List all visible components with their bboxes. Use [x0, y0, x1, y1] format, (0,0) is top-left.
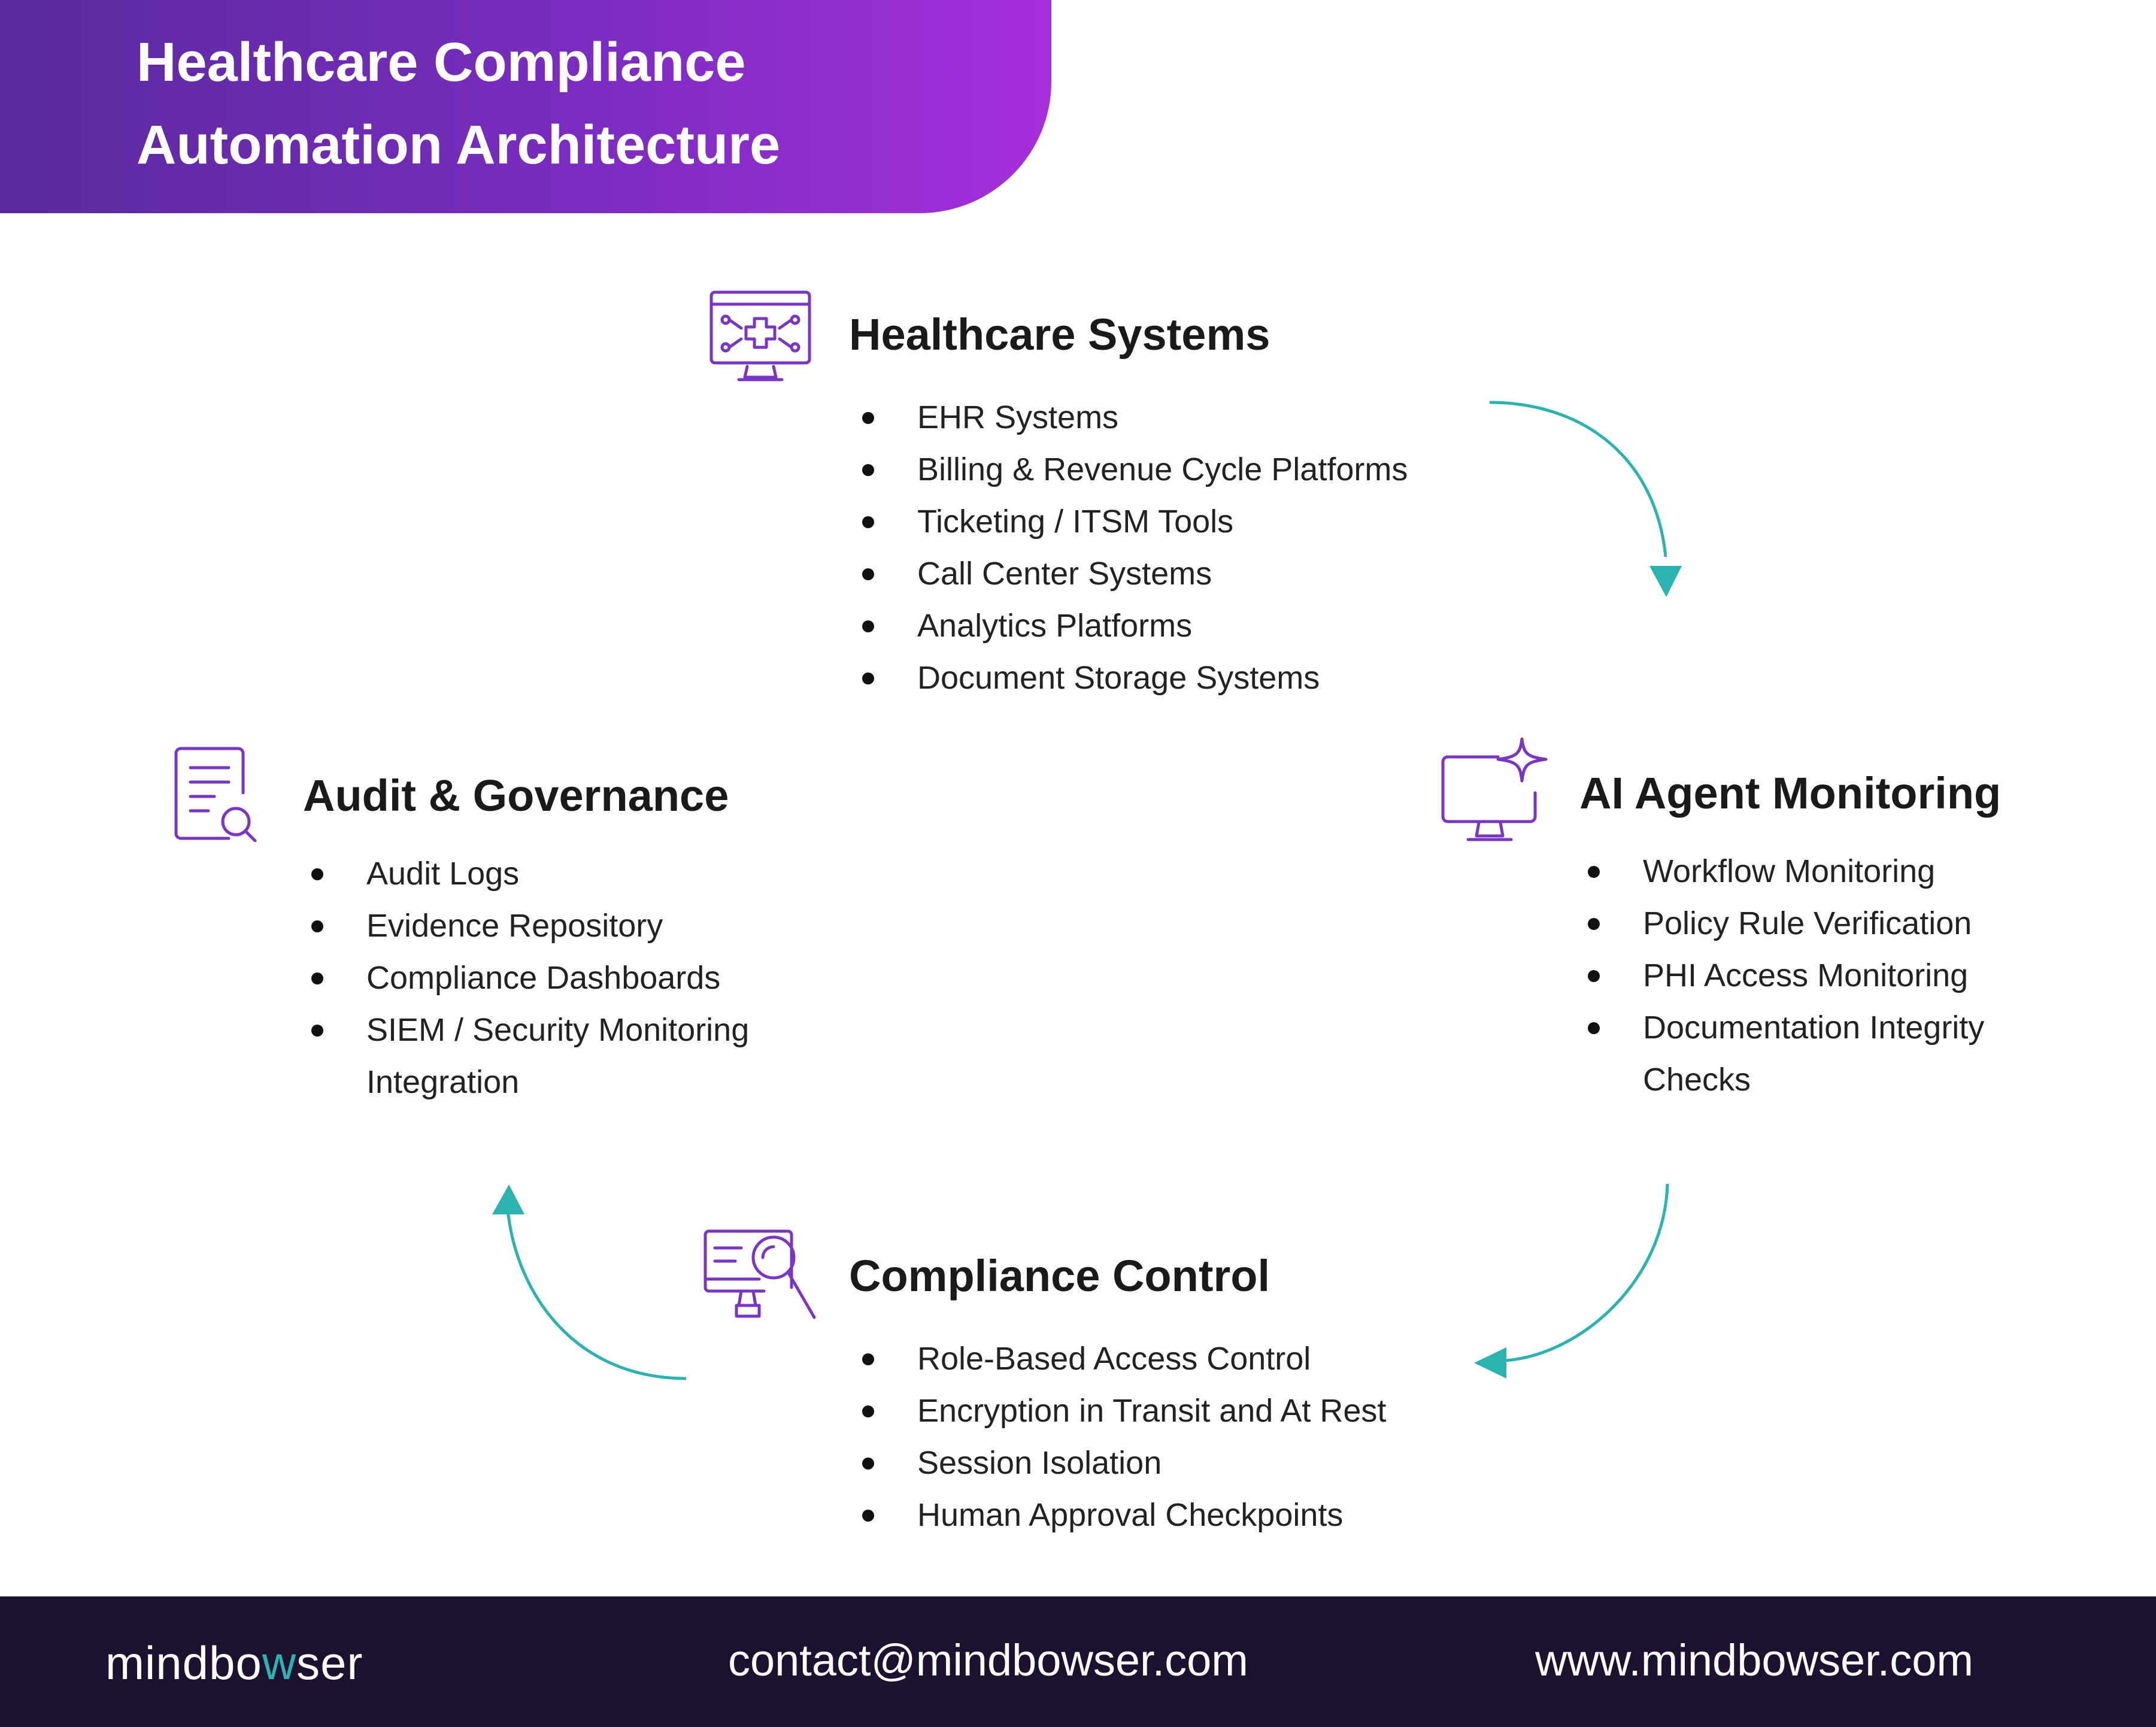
footer: mindbowser contact@mindbowser.com www.mi… — [0, 1596, 2156, 1727]
list-item: Documentation Integrity — [1588, 1002, 1984, 1054]
list-item: EHR Systems — [862, 392, 1408, 444]
bullet-dot — [1588, 866, 1600, 878]
list-item: Document Storage Systems — [862, 652, 1408, 704]
bullet-dot — [862, 672, 874, 684]
list-item: Policy Rule Verification — [1588, 898, 1984, 950]
website-link[interactable]: www.mindbowser.com — [1535, 1635, 1974, 1685]
bullet-dot — [862, 1510, 874, 1522]
compliance-control-heading: Compliance Control — [849, 1251, 1270, 1301]
bullet-dot — [1588, 970, 1600, 982]
list-item: Billing & Revenue Cycle Platforms — [862, 444, 1408, 496]
compliance-control-list: Role-Based Access Control Encryption in … — [862, 1333, 1386, 1541]
arrow-bottom-left — [492, 1184, 687, 1380]
list-item: Role-Based Access Control — [862, 1333, 1386, 1385]
monitor-sparkle-icon — [1441, 737, 1548, 841]
list-item: Compliance Dashboards — [311, 952, 749, 1004]
bullet-dot — [862, 568, 874, 580]
bullet-dot — [311, 972, 323, 984]
list-item: Ticketing / ITSM Tools — [862, 496, 1408, 548]
list-item: Analytics Platforms — [862, 600, 1408, 652]
document-search-icon — [174, 747, 257, 842]
audit-governance-list: Audit Logs Evidence Repository Complianc… — [311, 848, 749, 1108]
list-item: Encryption in Transit and At Rest — [862, 1385, 1386, 1437]
arrow-bottom-right — [1474, 1183, 1669, 1378]
bullet-dot — [311, 920, 323, 932]
bullet-dot — [862, 516, 874, 528]
bullet-dot — [1588, 918, 1600, 930]
list-item-continuation: Integration — [366, 1064, 520, 1100]
title-banner: Healthcare Compliance Automation Archite… — [0, 0, 1051, 213]
healthcare-systems-list: EHR Systems Billing & Revenue Cycle Plat… — [862, 392, 1408, 704]
bullet-dot — [311, 868, 323, 880]
bullet-dot — [862, 620, 874, 632]
list-item: PHI Access Monitoring — [1588, 950, 1984, 1002]
brand-logo: mindbowser — [105, 1637, 363, 1689]
audit-governance-heading: Audit & Governance — [303, 771, 729, 820]
healthcare-systems-heading: Healthcare Systems — [849, 310, 1270, 359]
list-item: Workflow Monitoring — [1588, 846, 1984, 898]
title-line-1: Healthcare Compliance — [137, 32, 746, 93]
ai-agent-monitoring-list: Workflow Monitoring Policy Rule Verifica… — [1588, 846, 1984, 1106]
bullet-dot — [1588, 1022, 1600, 1034]
ai-agent-monitoring-heading: AI Agent Monitoring — [1579, 768, 2002, 818]
list-item-continuation: Checks — [1643, 1062, 1751, 1098]
bullet-dot — [862, 1405, 874, 1417]
bullet-dot — [862, 1353, 874, 1365]
bullet-dot — [862, 1458, 874, 1470]
list-item: Evidence Repository — [311, 900, 749, 952]
monitor-medical-cross-icon — [709, 290, 811, 381]
bullet-dot — [311, 1025, 323, 1037]
title-line-2: Automation Architecture — [137, 114, 781, 175]
list-item: Human Approval Checkpoints — [862, 1489, 1386, 1541]
list-item: SIEM / Security Monitoring — [311, 1004, 749, 1056]
arrow-top-right — [1489, 401, 1682, 597]
bullet-dot — [862, 464, 874, 476]
list-item: Audit Logs — [311, 848, 749, 900]
monitor-magnifier-icon — [703, 1229, 816, 1319]
contact-email-link[interactable]: contact@mindbowser.com — [728, 1635, 1248, 1685]
list-item: Call Center Systems — [862, 548, 1408, 600]
list-item: Session Isolation — [862, 1437, 1386, 1489]
bullet-dot — [862, 412, 874, 424]
